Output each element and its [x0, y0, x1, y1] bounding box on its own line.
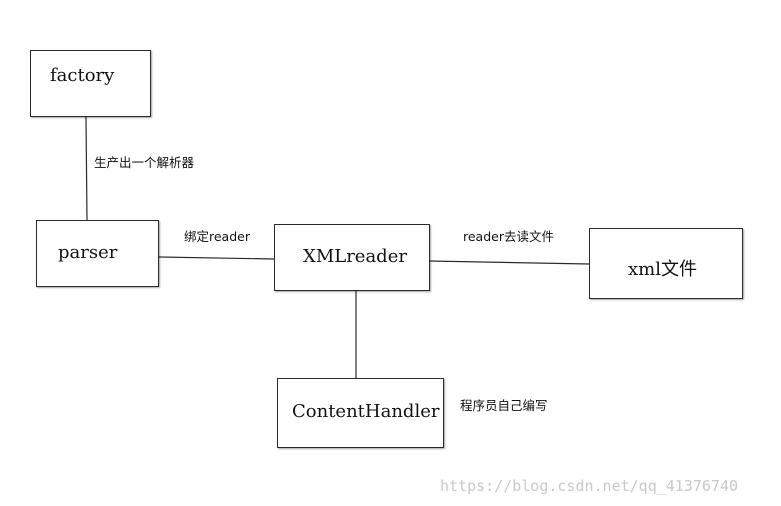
xmlreader-label: XMLreader	[303, 246, 407, 267]
connector-factory-parser	[85, 116, 88, 221]
parser-label: parser	[58, 242, 118, 263]
edge-label-factory-parser: 生产出一个解析器	[94, 155, 195, 170]
parser-node: parser	[36, 220, 159, 287]
edge-label-xmlreader-xml-file: reader去读文件	[463, 229, 554, 244]
edge-label-xmlreader-content-handler: 程序员自己编写	[460, 398, 548, 413]
edge-label-parser-xmlreader: 绑定reader	[184, 229, 250, 244]
xml-file-label: xml文件	[628, 259, 697, 280]
connector-xmlreader-xml-file	[428, 260, 590, 265]
xml-file-node: xml文件	[589, 228, 743, 299]
factory-node: factory	[30, 50, 151, 117]
content-handler-node: ContentHandler	[277, 378, 444, 448]
xmlreader-node: XMLreader	[274, 224, 430, 291]
watermark-url: https://blog.csdn.net/qq_41376740	[440, 477, 739, 495]
connector-parser-xmlreader	[158, 256, 275, 260]
factory-label: factory	[50, 65, 115, 86]
content-handler-label: ContentHandler	[292, 401, 440, 422]
